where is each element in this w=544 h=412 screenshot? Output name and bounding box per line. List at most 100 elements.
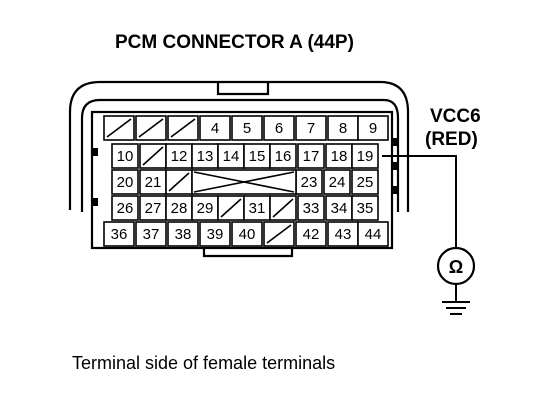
terminal-14: 14	[217, 143, 245, 169]
side-clips	[92, 138, 398, 206]
ground-icon	[442, 284, 470, 315]
terminal-unused	[165, 169, 193, 195]
terminal-label: 21	[145, 174, 162, 191]
terminal-label: 29	[197, 200, 214, 217]
terminal-label: 40	[239, 226, 256, 243]
connector-housing	[68, 80, 410, 258]
terminal-label: 6	[275, 120, 283, 137]
terminal-35: 35	[351, 195, 379, 221]
terminal-label: 24	[329, 174, 346, 191]
terminal-label: 17	[303, 148, 320, 165]
unused-slash	[142, 146, 164, 166]
terminal-label: 33	[303, 200, 320, 217]
terminal-label: 37	[143, 226, 160, 243]
terminal-label: 39	[207, 226, 224, 243]
blocked-cavity	[191, 169, 297, 195]
unused-slash	[170, 118, 196, 138]
diagram-title: PCM CONNECTOR A (44P)	[115, 32, 354, 53]
wire-color-label: (RED)	[425, 129, 478, 150]
terminal-15: 15	[243, 143, 271, 169]
unused-slash	[138, 118, 164, 138]
terminal-unused	[263, 221, 295, 247]
terminal-label: 42	[303, 226, 320, 243]
terminal-label: 31	[249, 200, 266, 217]
unused-slash	[168, 172, 190, 192]
terminal-label: 44	[365, 226, 382, 243]
terminal-unused	[269, 195, 297, 221]
terminal-16: 16	[269, 143, 297, 169]
terminal-38: 38	[167, 221, 199, 247]
terminal-23: 23	[295, 169, 323, 195]
terminal-43: 43	[327, 221, 359, 247]
unused-slash	[266, 224, 292, 244]
terminal-label: 43	[335, 226, 352, 243]
terminal-7: 7	[295, 115, 327, 141]
terminal-13: 13	[191, 143, 219, 169]
terminal-label: 34	[331, 200, 348, 217]
terminal-label: 15	[249, 148, 266, 165]
terminal-label: 35	[357, 200, 374, 217]
terminal-unused	[139, 143, 167, 169]
terminal-label: 26	[117, 200, 134, 217]
terminal-28: 28	[165, 195, 193, 221]
terminal-6: 6	[263, 115, 295, 141]
terminal-label: 25	[357, 174, 374, 191]
terminal-12: 12	[165, 143, 193, 169]
terminal-label: 36	[111, 226, 128, 243]
terminal-label: 23	[301, 174, 318, 191]
unused-slash	[106, 118, 132, 138]
diagram-caption: Terminal side of female terminals	[72, 353, 335, 373]
terminal-42: 42	[295, 221, 327, 247]
terminal-39: 39	[199, 221, 231, 247]
terminal-label: 20	[117, 174, 134, 191]
terminal-label: 9	[369, 120, 377, 137]
terminal-34: 34	[325, 195, 353, 221]
terminal-20: 20	[111, 169, 139, 195]
terminal-40: 40	[231, 221, 263, 247]
terminal-26: 26	[111, 195, 139, 221]
terminal-label: 13	[197, 148, 214, 165]
terminal-17: 17	[297, 143, 325, 169]
terminal-8: 8	[327, 115, 359, 141]
terminal-37: 37	[135, 221, 167, 247]
wire-name-label: VCC6	[430, 106, 481, 127]
terminal-label: 27	[145, 200, 162, 217]
terminal-label: 28	[171, 200, 188, 217]
unused-slash	[220, 198, 242, 218]
terminal-19: 19	[351, 143, 379, 169]
terminal-unused	[217, 195, 245, 221]
ohmmeter-icon: Ω	[436, 246, 476, 286]
terminal-36: 36	[103, 221, 135, 247]
terminal-label: 14	[223, 148, 240, 165]
terminal-label: 12	[171, 148, 188, 165]
terminal-21: 21	[139, 169, 167, 195]
terminal-27: 27	[139, 195, 167, 221]
ohm-symbol: Ω	[449, 257, 463, 277]
terminal-unused	[135, 115, 167, 141]
terminal-label: 10	[117, 148, 134, 165]
terminal-29: 29	[191, 195, 219, 221]
terminal-label: 16	[275, 148, 292, 165]
terminal-label: 7	[307, 120, 315, 137]
terminal-10: 10	[111, 143, 139, 169]
terminal-18: 18	[325, 143, 353, 169]
test-wire	[382, 155, 457, 248]
terminal-31: 31	[243, 195, 271, 221]
terminal-label: 18	[331, 148, 348, 165]
terminal-unused	[103, 115, 135, 141]
terminal-label: 38	[175, 226, 192, 243]
terminal-24: 24	[323, 169, 351, 195]
terminal-label: 19	[357, 148, 374, 165]
terminal-label: 5	[243, 120, 251, 137]
terminal-label: 8	[339, 120, 347, 137]
terminal-25: 25	[351, 169, 379, 195]
terminal-33: 33	[297, 195, 325, 221]
terminal-4: 4	[199, 115, 231, 141]
unused-slash	[272, 198, 294, 218]
terminal-5: 5	[231, 115, 263, 141]
terminal-9: 9	[357, 115, 389, 141]
terminal-unused	[167, 115, 199, 141]
terminal-44: 44	[357, 221, 389, 247]
